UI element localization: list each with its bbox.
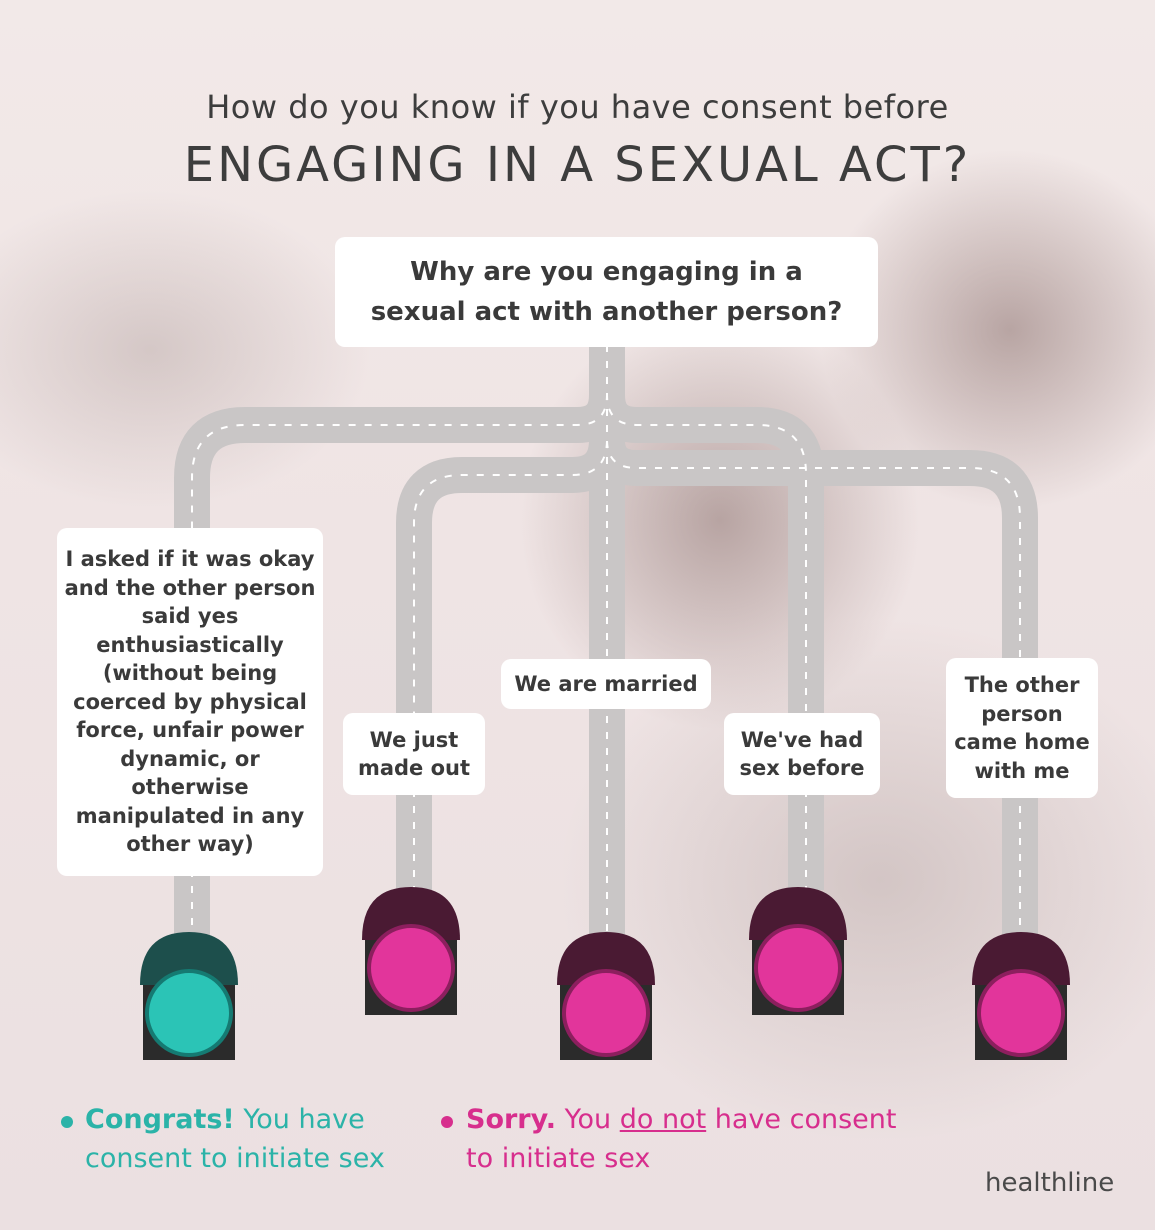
answer-box-married: We are married — [501, 659, 711, 709]
traffic-light-pink-3 — [749, 887, 847, 1015]
legend-consent-rest: You have — [234, 1104, 365, 1135]
traffic-light-pink-2 — [557, 932, 655, 1060]
answer-line: said yes — [141, 604, 239, 629]
title-line-1: How do you know if you have consent befo… — [206, 88, 949, 126]
answer-line: with me — [974, 758, 1070, 783]
answer-line: The other — [964, 673, 1080, 697]
legend-consent-line2: consent to initiate sex — [85, 1143, 385, 1174]
answer-box-came-home: The other person came home with me — [946, 658, 1098, 798]
answer-line: I asked if it was okay — [65, 547, 315, 572]
answer-line: We are married — [514, 671, 698, 696]
road-came-home — [589, 345, 1038, 660]
answer-line: manipulated in any — [75, 803, 305, 828]
answer-line: We've had — [740, 727, 864, 752]
answer-line: We just — [369, 727, 459, 752]
healthline-logo: healthline — [985, 1168, 1115, 1198]
answer-line: and the other person — [64, 575, 316, 600]
answer-box-had-sex: We've had sex before — [724, 713, 880, 795]
legend-consent: Congrats! You have consent to initiate s… — [85, 1100, 385, 1178]
question-box: Why are you engaging in a sexual act wit… — [335, 237, 878, 347]
answer-line: other way) — [126, 832, 254, 857]
answer-line: force, unfair power — [76, 718, 304, 743]
answer-box-made-out: We just made out — [343, 713, 485, 795]
answer-line: person — [981, 701, 1063, 726]
question-text: Why are you engaging in a sexual act wit… — [370, 257, 843, 327]
legend-no-consent: Sorry. You do not have consent to initia… — [466, 1100, 896, 1178]
legend-no-consent-post: have consent — [706, 1104, 897, 1135]
answer-line: otherwise — [131, 775, 249, 800]
answer-line: came home — [954, 730, 1090, 754]
answer-box-consent: I asked if it was okay and the other per… — [57, 528, 323, 876]
legend-dot-green — [61, 1116, 73, 1128]
legend-no-consent-underlined: do not — [619, 1104, 707, 1135]
traffic-light-pink-1 — [362, 887, 460, 1015]
traffic-light-pink-4 — [972, 932, 1070, 1060]
legend-no-consent-line2: to initiate sex — [466, 1143, 651, 1174]
answer-line: made out — [357, 756, 471, 780]
answer-line: dynamic, or — [120, 746, 260, 771]
title-line-2: ENGAGING IN A SEXUAL ACT? — [183, 137, 972, 193]
legend-no-consent-pre: You — [556, 1104, 620, 1135]
answer-line: (without being — [102, 661, 278, 686]
answer-line: sex before — [739, 756, 865, 780]
answer-line: enthusiastically — [96, 632, 284, 657]
traffic-light-green — [140, 932, 238, 1060]
legend-consent-bold: Congrats! — [85, 1104, 235, 1135]
legend-no-consent-bold: Sorry. — [466, 1104, 557, 1135]
legend-dot-pink — [441, 1116, 453, 1128]
answer-line: coerced by physical — [73, 689, 307, 714]
